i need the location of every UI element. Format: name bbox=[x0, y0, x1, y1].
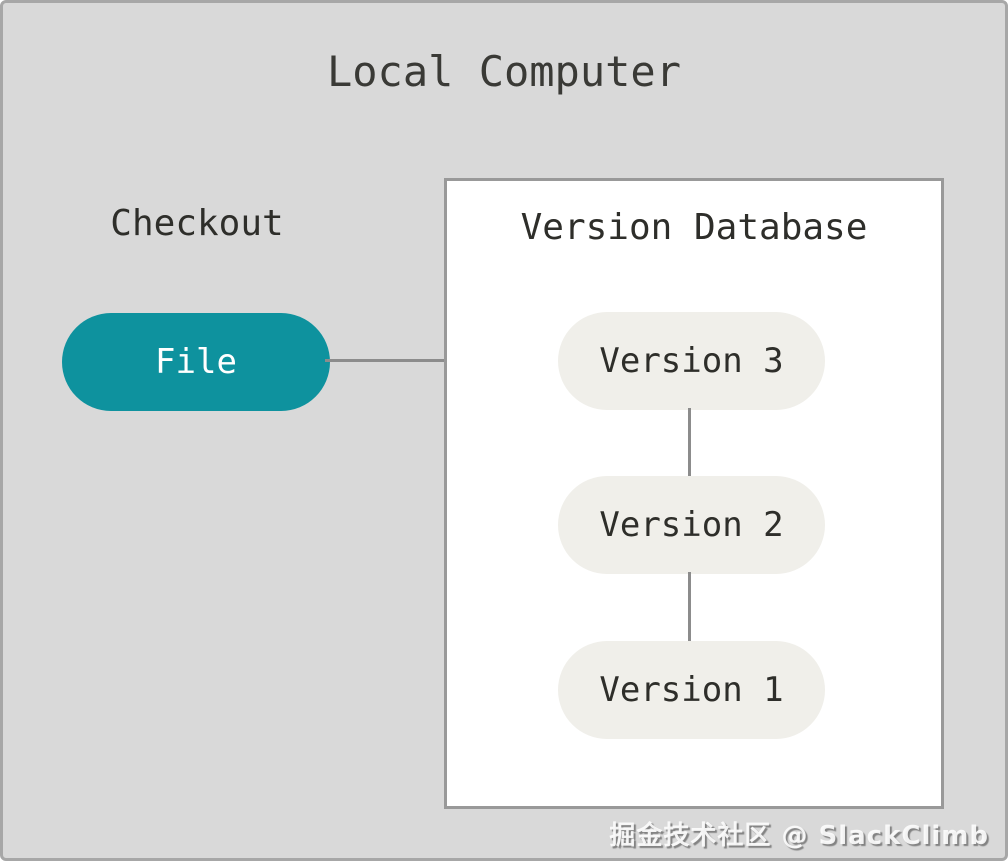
version-1-label: Version 1 bbox=[599, 670, 784, 710]
version-1-node: Version 1 bbox=[558, 641, 825, 739]
watermark: 掘金技术社区 @ SlackClimb bbox=[609, 821, 989, 851]
connector-version2-to-version1 bbox=[688, 572, 691, 643]
version-database-title: Version Database bbox=[520, 207, 868, 248]
file-node: File bbox=[62, 313, 330, 411]
version-2-label: Version 2 bbox=[599, 505, 784, 545]
diagram-title: Local Computer bbox=[326, 47, 681, 96]
version-2-node: Version 2 bbox=[558, 476, 825, 574]
version-3-node: Version 3 bbox=[558, 312, 825, 410]
version-3-label: Version 3 bbox=[599, 341, 784, 381]
connector-version3-to-version2 bbox=[688, 408, 691, 478]
file-node-label: File bbox=[155, 342, 237, 382]
checkout-label: Checkout bbox=[110, 203, 284, 244]
connector-file-to-version3 bbox=[325, 359, 561, 362]
